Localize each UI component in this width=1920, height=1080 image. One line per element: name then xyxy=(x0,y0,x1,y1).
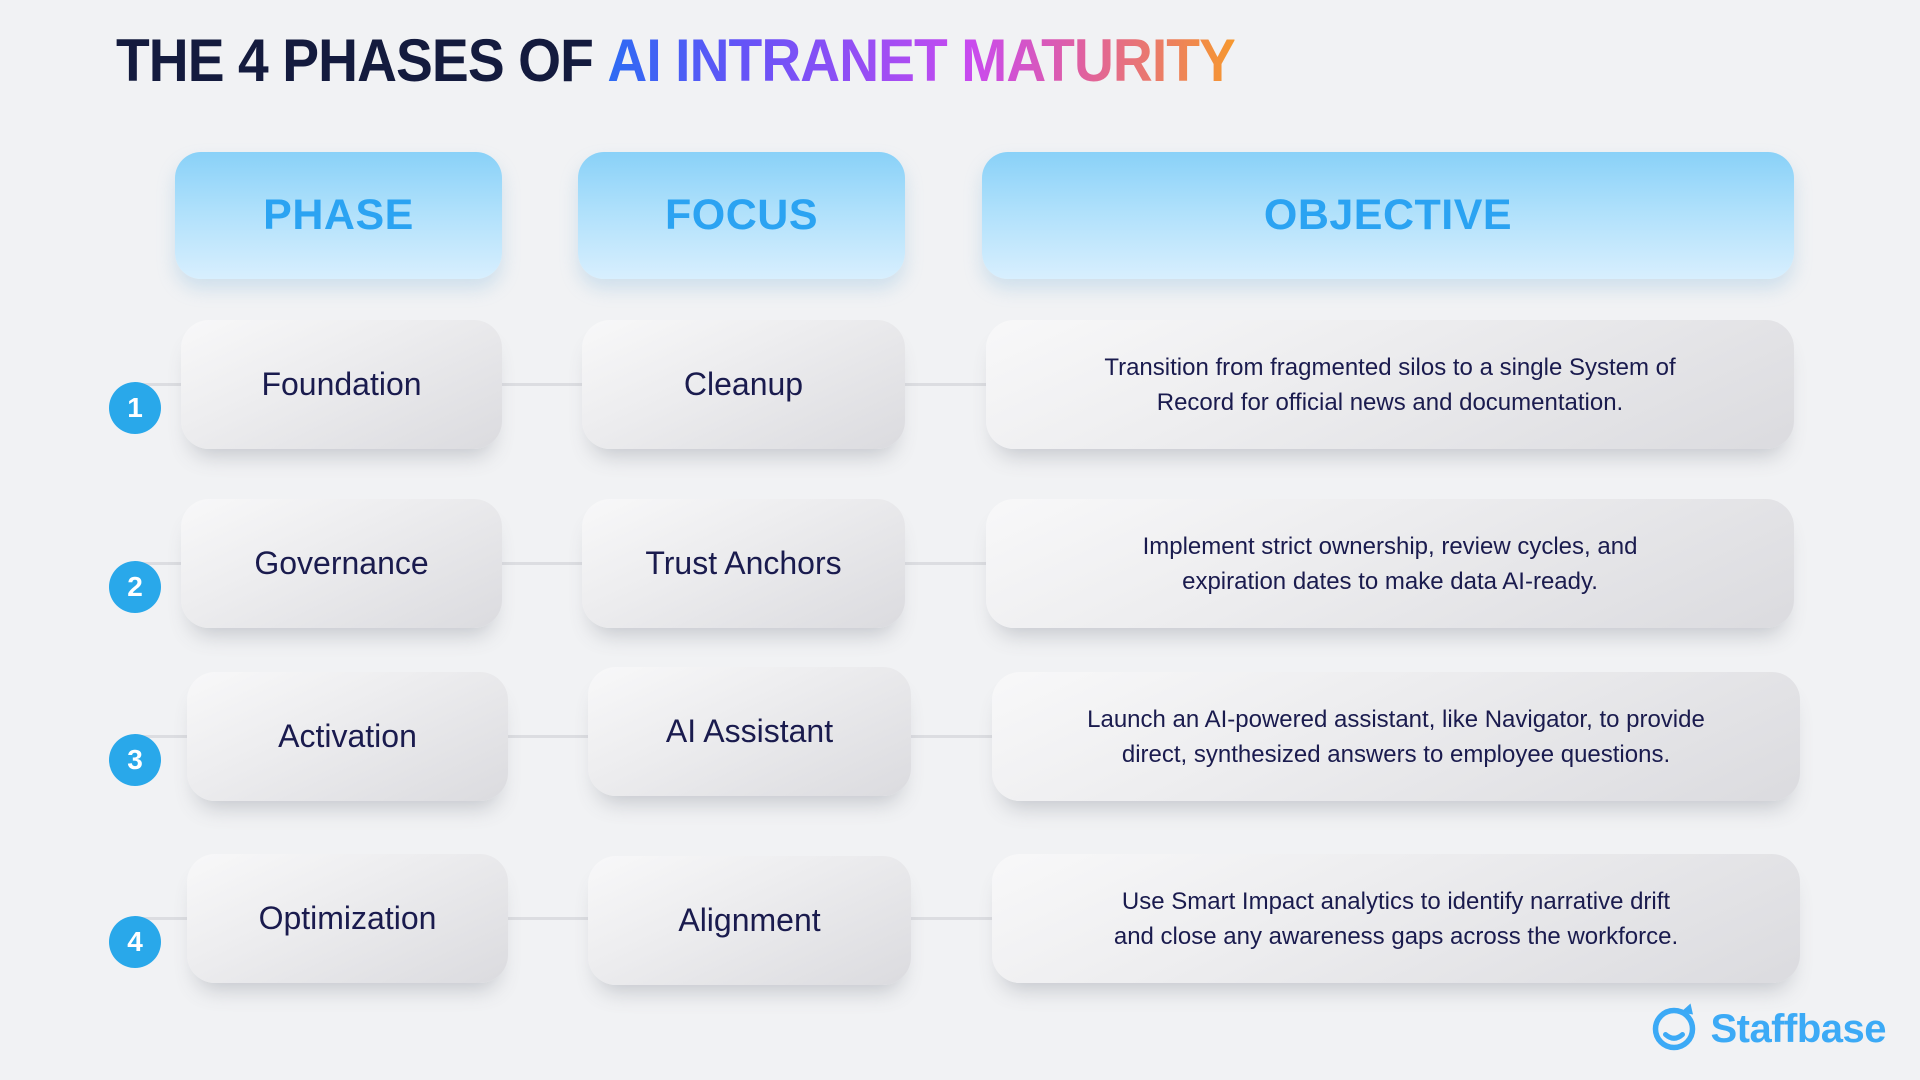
staffbase-logo-icon xyxy=(1649,1001,1701,1058)
column-header-label: OBJECTIVE xyxy=(1263,191,1513,239)
brand-name-text: Staffbase xyxy=(1710,1007,1886,1051)
focus-label: Cleanup xyxy=(683,366,804,402)
column-header-phase: PHASE xyxy=(175,152,502,279)
phase-label: Governance xyxy=(254,545,429,581)
title-space xyxy=(593,27,607,94)
connector-line xyxy=(138,383,996,386)
phase-number: 2 xyxy=(127,571,143,602)
focus-label: Alignment xyxy=(678,902,821,938)
focus-label: AI Assistant xyxy=(665,713,834,749)
page-title-dark-part: THE 4 PHASES OF xyxy=(116,27,594,94)
column-header-label: FOCUS xyxy=(665,191,818,239)
objective-text: Transition from fragmented silos to a si… xyxy=(1104,353,1676,416)
phase-label: Activation xyxy=(278,718,417,754)
column-header-focus: FOCUS xyxy=(578,152,905,279)
phase-number-badge: 4 xyxy=(109,916,161,968)
connector-line xyxy=(138,917,996,920)
phase-cell: Activation xyxy=(187,672,508,801)
phase-number: 3 xyxy=(127,744,143,775)
focus-cell: Trust Anchors xyxy=(582,499,905,628)
table-row: 2 Governance Trust Anchors Implement str… xyxy=(0,499,1920,629)
column-header-objective: OBJECTIVE xyxy=(982,152,1794,279)
staffbase-brand: Staffbase xyxy=(1649,1001,1886,1058)
phase-cell: Governance xyxy=(181,499,502,628)
focus-cell: AI Assistant xyxy=(588,667,911,796)
phase-number-badge: 3 xyxy=(109,734,161,786)
table-row: 3 Activation AI Assistant Launch an AI-p… xyxy=(0,667,1920,802)
phase-number: 1 xyxy=(127,392,143,423)
phase-number: 4 xyxy=(127,926,143,957)
phase-label: Foundation xyxy=(261,366,422,402)
page-title: THE 4 PHASES OF AI INTRANET MATURITY xyxy=(116,26,1236,95)
page-title-gradient-part: AI INTRANET MATURITY xyxy=(607,27,1236,94)
objective-text: Implement strict ownership, review cycle… xyxy=(1142,532,1638,595)
objective-cell: Launch an AI-powered assistant, like Nav… xyxy=(992,672,1800,801)
focus-cell: Alignment xyxy=(588,856,911,985)
connector-line xyxy=(138,562,996,565)
phase-number-badge: 1 xyxy=(109,382,161,434)
table-row: 1 Foundation Cleanup Transition from fra… xyxy=(0,320,1920,450)
objective-cell: Transition from fragmented silos to a si… xyxy=(986,320,1794,449)
column-header-label: PHASE xyxy=(263,191,414,239)
focus-label: Trust Anchors xyxy=(645,545,842,581)
connector-line xyxy=(138,735,996,738)
phase-label: Optimization xyxy=(258,900,437,936)
objective-cell: Use Smart Impact analytics to identify n… xyxy=(992,854,1800,983)
table-row: 4 Optimization Alignment Use Smart Impac… xyxy=(0,854,1920,985)
focus-cell: Cleanup xyxy=(582,320,905,449)
phase-cell: Foundation xyxy=(181,320,502,449)
phase-cell: Optimization xyxy=(187,854,508,983)
objective-cell: Implement strict ownership, review cycle… xyxy=(986,499,1794,628)
phase-number-badge: 2 xyxy=(109,561,161,613)
objective-text: Use Smart Impact analytics to identify n… xyxy=(1113,887,1679,950)
objective-text: Launch an AI-powered assistant, like Nav… xyxy=(1087,705,1705,768)
